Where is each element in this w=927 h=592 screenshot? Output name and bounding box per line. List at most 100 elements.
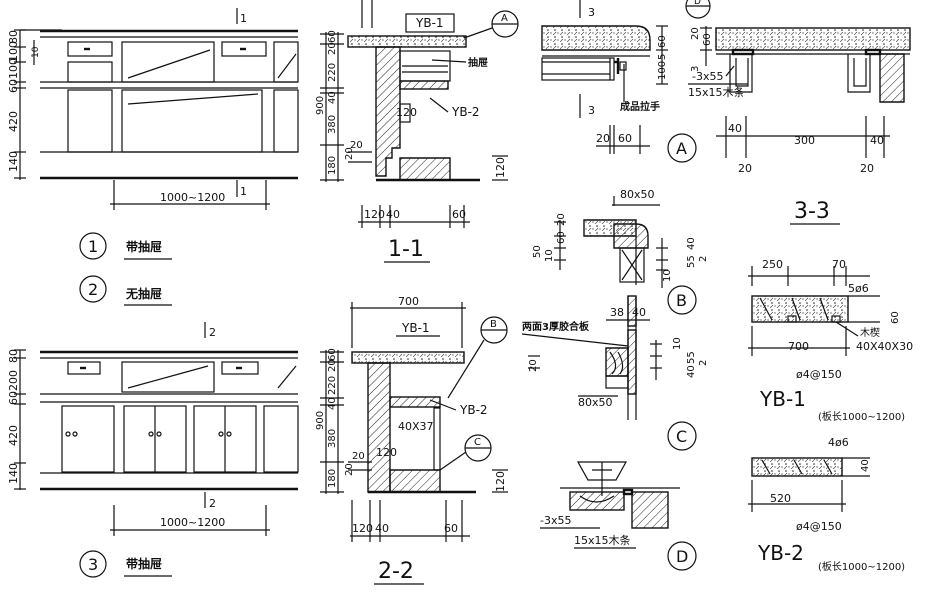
e1-dim-100b: 100 — [7, 58, 20, 79]
legend-1-text: 带抽屉 — [126, 239, 162, 254]
detail-c: 两面3厚胶合板 38 40 20 10 55 40 2 80x50 C — [521, 295, 709, 451]
section-2-2: 700 60 20 220 40 380 180 20 900 YB-1 YB-… — [315, 295, 508, 585]
e2-dim-420: 420 — [7, 425, 20, 446]
s22-dim-40: 40 — [327, 397, 338, 410]
db-top: 80x50 — [620, 188, 655, 201]
s22-dim-180: 180 — [327, 469, 338, 488]
legend-2-num: 2 — [88, 280, 98, 299]
e1-dim-60: 60 — [7, 79, 20, 93]
dc-dim-38: 38 — [610, 306, 624, 319]
dc-note: 两面3厚胶合板 — [522, 320, 590, 333]
dd-strip: 15x15木条 — [574, 533, 631, 547]
s22-dim-20: 20 — [327, 359, 338, 372]
s22-label-yb2: YB-2 — [459, 403, 488, 417]
db-dim-40: 40 — [686, 237, 697, 250]
s22-dim-380: 380 — [327, 429, 338, 448]
d33-plate: -3x55 — [692, 70, 723, 83]
legend: 1 带抽屉 2 无抽屉 3 带抽屉 — [79, 232, 172, 578]
s22-bottom-dim-120: 120 — [352, 522, 373, 535]
db-dim-2: 2 — [698, 256, 709, 262]
d33-dim-20b: 20 — [860, 162, 874, 175]
yb2-stirrup: ø4@150 — [796, 520, 842, 533]
s22-dim-900: 900 — [315, 411, 326, 430]
s11-label-drawer: 抽屉 — [468, 56, 488, 69]
da-dim-100: 100 — [657, 61, 668, 80]
s22-bottom-dim-60: 60 — [444, 522, 458, 535]
e2-dim-60: 60 — [7, 391, 20, 405]
yb1-wood: 木楔 — [860, 327, 880, 339]
yb1-detail: 250 70 5ø6 60 木楔 40X40X30 700 ø4@150 YB-… — [748, 258, 913, 423]
elevation-1: 80 100 60 100 420 140 10 1 1 1000~1200 — [7, 8, 299, 210]
detail-3-3: 20 60 3 -3x55 15x15木条 40 300 40 20 20 3-… — [685, 0, 911, 225]
s11-dim-60: 60 — [327, 30, 338, 43]
dd-plate: -3x55 — [540, 514, 571, 527]
e1-dim-420: 420 — [7, 111, 20, 132]
dc-dim-40: 40 — [686, 365, 697, 378]
yb2-detail: 4ø6 40 520 ø4@150 YB-2 (板长1000~1200) — [748, 436, 905, 573]
d33-dim-3: 3 — [690, 66, 701, 72]
s22-title: 2-2 — [378, 559, 414, 584]
s11-bottom-dim-120: 120 — [364, 208, 385, 221]
e2-dim-140: 140 — [7, 463, 20, 484]
e1-dim-100: 100 — [7, 41, 20, 62]
da-dim-60: 60 — [657, 35, 668, 48]
s22-bottom-dim-40: 40 — [375, 522, 389, 535]
yb1-dim-70: 70 — [832, 258, 846, 271]
d33-title: 3-3 — [794, 199, 830, 224]
detail-a: 3 3 成品拉手 60 100 5 20 60 A — [541, 0, 697, 163]
d33-callout-d: D — [694, 0, 701, 7]
e2-section-mark-top: 2 — [209, 326, 216, 339]
da-section-mark-bottom: 3 — [588, 104, 595, 117]
yb2-title: YB-2 — [757, 541, 804, 565]
s22-callout-b: B — [490, 319, 497, 330]
dc-bottom: 80x50 — [578, 396, 613, 409]
s11-label-yb1: YB-1 — [415, 16, 444, 30]
d33-dim-40b: 40 — [870, 134, 884, 147]
dd-label: D — [676, 547, 688, 566]
dc-dim-20: 20 — [528, 359, 539, 372]
legend-1-num: 1 — [88, 237, 98, 256]
s22-dim-220: 220 — [327, 376, 338, 395]
s11-dim-900: 900 — [315, 96, 326, 115]
s11-dim-180: 180 — [327, 156, 338, 175]
s11-dim-20b: 20 — [344, 147, 355, 160]
legend-3-text: 带抽屉 — [126, 556, 162, 571]
s22-label-yb1: YB-1 — [401, 321, 430, 335]
da-dim-20: 20 — [596, 132, 610, 145]
db-dim-20: 20 — [556, 213, 567, 226]
s11-label-20: 20 — [350, 140, 363, 151]
s11-bottom-dim-40: 40 — [386, 208, 400, 221]
s11-dim-20: 20 — [327, 42, 338, 55]
s11-label-120: 120 — [396, 106, 417, 119]
detail-d: -3x55 15x15木条 D — [540, 461, 697, 571]
db-dim-55: 55 — [686, 255, 697, 268]
d33-dim-20a: 20 — [738, 162, 752, 175]
da-dim-5: 5 — [657, 54, 668, 60]
yb2-bars: 4ø6 — [828, 436, 849, 449]
yb2-note: (板长1000~1200) — [818, 560, 905, 573]
s22-label-120: 120 — [376, 446, 397, 459]
s11-dim-220: 220 — [327, 63, 338, 82]
s11-title: 1-1 — [388, 237, 424, 262]
s11-label-yb2: YB-2 — [451, 105, 480, 119]
s11-bottom-dim-60: 60 — [452, 208, 466, 221]
dc-dim-2: 2 — [698, 360, 709, 366]
yb1-bars: 5ø6 — [848, 282, 869, 295]
yb1-note: (板长1000~1200) — [818, 410, 905, 423]
yb1-wood-size: 40X40X30 — [856, 340, 913, 353]
e1-dim-10: 10 — [31, 46, 41, 58]
da-handle-label: 成品拉手 — [620, 100, 660, 113]
e1-section-mark-bottom: 1 — [240, 185, 247, 198]
e2-section-mark-bottom: 2 — [209, 497, 216, 510]
legend-2-text: 无抽屉 — [125, 286, 162, 301]
s11-dim-40: 40 — [327, 91, 338, 104]
d33-dim-300: 300 — [794, 134, 815, 147]
yb2-dim-520: 520 — [770, 492, 791, 505]
db-dim-10: 10 — [544, 249, 555, 262]
yb1-dim-700: 700 — [788, 340, 809, 353]
yb1-h: 60 — [890, 311, 901, 324]
d33-dim-20: 20 — [690, 27, 701, 40]
e2-dim-80: 80 — [7, 349, 20, 363]
d33-dim-60: 60 — [702, 33, 713, 46]
